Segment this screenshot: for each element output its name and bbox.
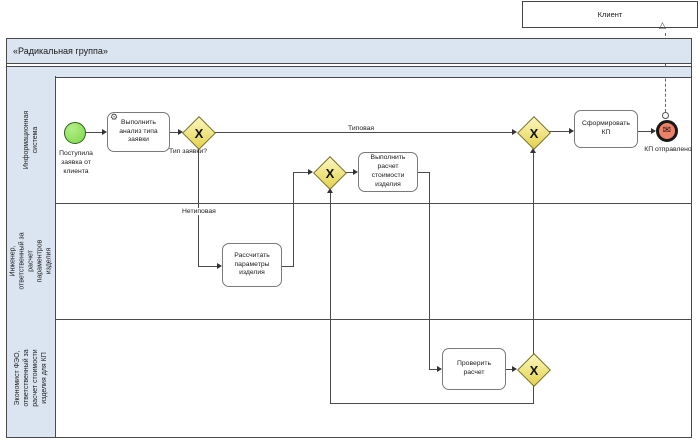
lane-label-text: Информационная система (22, 110, 39, 169)
task-label: Выполнить анализ типа заявки (119, 118, 158, 144)
flow-gateway2-cost-line (345, 172, 353, 173)
flow-start-analyze-line (86, 132, 102, 133)
xor-marker: X (325, 165, 335, 181)
lane-label-economist: Экономист ФЭО, ответственный за расчет с… (7, 319, 56, 437)
flow-merge-form-arrow (569, 128, 574, 134)
flow-gateway3-merge-line (533, 153, 534, 354)
task-check-calc[interactable]: Проверить расчет (442, 348, 506, 390)
flow-atypical-line-v (198, 148, 199, 266)
flow-typical-arrow (512, 129, 517, 135)
flow-check-gateway3-line (506, 369, 512, 370)
flow-loop-line1 (533, 385, 534, 404)
flow-cost-check-line3 (429, 369, 437, 370)
flow-label-typical: Типовая (346, 125, 377, 132)
lane-label-text: Экономист ФЭО, ответственный за расчет с… (13, 349, 49, 407)
start-event[interactable] (64, 122, 86, 144)
lane-information-system: Информационная система (7, 76, 691, 204)
flow-params-gateway2-line1 (282, 266, 293, 267)
flow-analyze-gateway-line (170, 132, 178, 133)
flow-cost-check-line1 (418, 172, 429, 173)
xor-marker: X (194, 125, 204, 141)
flow-start-analyze-arrow (102, 129, 107, 135)
pool-header: «Радикальная группа» (7, 39, 691, 64)
pool-client[interactable]: Клиент (522, 1, 698, 28)
lane-label-text: Инженер, ответственный за расчет парамен… (9, 232, 53, 290)
pool-title: «Радикальная группа» (13, 46, 108, 56)
flow-gateway2-cost-arrow (353, 169, 358, 175)
flow-typical-line (214, 132, 512, 133)
task-form-proposal[interactable]: Сформировать КП (574, 110, 638, 148)
flow-label-atypical: Нетиповая (180, 208, 218, 215)
pool-subband (7, 66, 691, 78)
task-label: Сформировать КП (582, 120, 630, 136)
lane-label-information-system: Информационная система (7, 76, 56, 203)
task-label: Рассчитать параметры изделия (234, 251, 270, 277)
flow-params-gateway2-line2 (293, 172, 294, 267)
flow-atypical-line-h (198, 266, 217, 267)
end-event-message[interactable]: ✉ (656, 120, 678, 142)
gateway-request-type-label: Тип заявки? (169, 148, 207, 155)
flow-params-gateway2-line3 (293, 172, 308, 173)
flow-cost-check-arrow (437, 366, 442, 372)
flow-loop-arrow (327, 188, 333, 193)
lane-engineer: Инженер, ответственный за расчет парамен… (7, 203, 691, 320)
flow-atypical-arrow (217, 263, 222, 269)
flow-merge-form-line (549, 131, 569, 132)
flow-form-end-line (638, 131, 651, 132)
flow-params-gateway2-arrow (308, 169, 313, 175)
task-label: Выполнить расчет стоимости изделия (370, 154, 406, 188)
lane-economist: Экономист ФЭО, ответственный за расчет с… (7, 319, 691, 437)
pool-client-label: Клиент (597, 10, 623, 19)
flow-gateway3-merge-arrow (530, 148, 536, 153)
flow-cost-check-line2 (429, 172, 430, 370)
message-envelope-icon: ✉ (662, 125, 672, 136)
xor-marker: X (529, 362, 539, 378)
task-calc-params[interactable]: Рассчитать параметры изделия (222, 243, 282, 287)
task-calc-cost[interactable]: Выполнить расчет стоимости изделия (358, 152, 418, 192)
flow-analyze-gateway-arrow (178, 129, 183, 135)
message-flow-arrowhead-icon: △ (659, 20, 666, 30)
pool-radical-group: «Радикальная группа» Информационная сист… (6, 38, 692, 438)
service-gear-icon: ⚙ (110, 112, 119, 122)
lane-label-engineer: Инженер, ответственный за расчет парамен… (7, 203, 56, 319)
flow-form-end-arrow (651, 128, 656, 134)
flow-loop-line2 (330, 403, 534, 404)
xor-marker: X (529, 125, 539, 141)
task-analyze-request[interactable]: ⚙ Выполнить анализ типа заявки (107, 112, 170, 152)
task-label: Проверить расчет (457, 360, 491, 376)
flow-check-gateway3-arrow (512, 366, 517, 372)
end-event-label: КП отправлено (644, 146, 692, 153)
flow-loop-line3 (330, 193, 331, 404)
start-event-label: Поступила заявка от клиента (59, 150, 93, 176)
message-flow-source-circle (662, 112, 669, 119)
